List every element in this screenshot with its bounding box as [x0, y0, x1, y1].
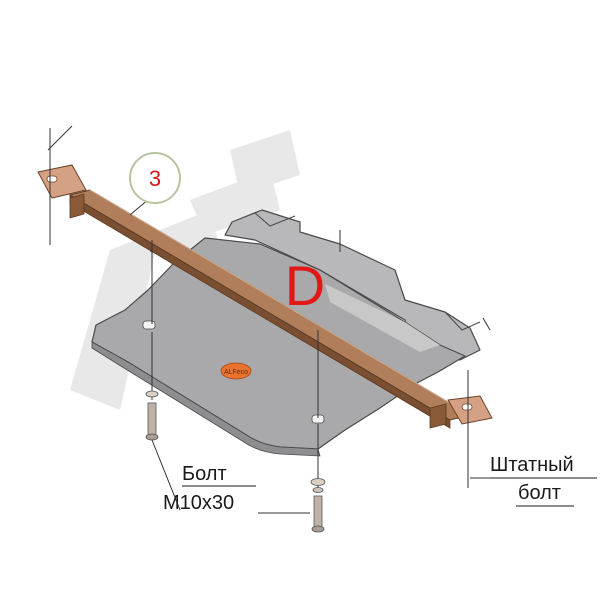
stud-line-left-bracket-diag: [47, 125, 73, 151]
plate-highlight: [325, 284, 440, 352]
callout-number: 3: [149, 166, 161, 191]
bracket-right: [447, 395, 493, 425]
mount-hole: [142, 320, 156, 330]
callout-3: 3: [129, 152, 181, 216]
plate-front-lip: [91, 341, 321, 457]
plate-notch-right: [444, 311, 481, 331]
plate-notch-left: [254, 212, 296, 227]
bolt-label-line2: M10x30: [163, 492, 234, 514]
stock-bolt-label-line1: Штатный: [490, 454, 574, 476]
stud-line-rear-2: [482, 317, 491, 331]
leader-bolt-left: [151, 439, 181, 511]
brand-stamp-text: ALFeco: [224, 369, 248, 376]
cross-bar: [68, 189, 472, 429]
stock-bolt-label-line2: болт: [518, 482, 561, 504]
bolt-left: [145, 390, 159, 441]
part-letter: D: [285, 254, 325, 317]
bolt-right: [310, 478, 326, 533]
bolt-label-line1: Болт: [182, 463, 227, 485]
brand-stamp: ALFeco: [220, 362, 252, 380]
